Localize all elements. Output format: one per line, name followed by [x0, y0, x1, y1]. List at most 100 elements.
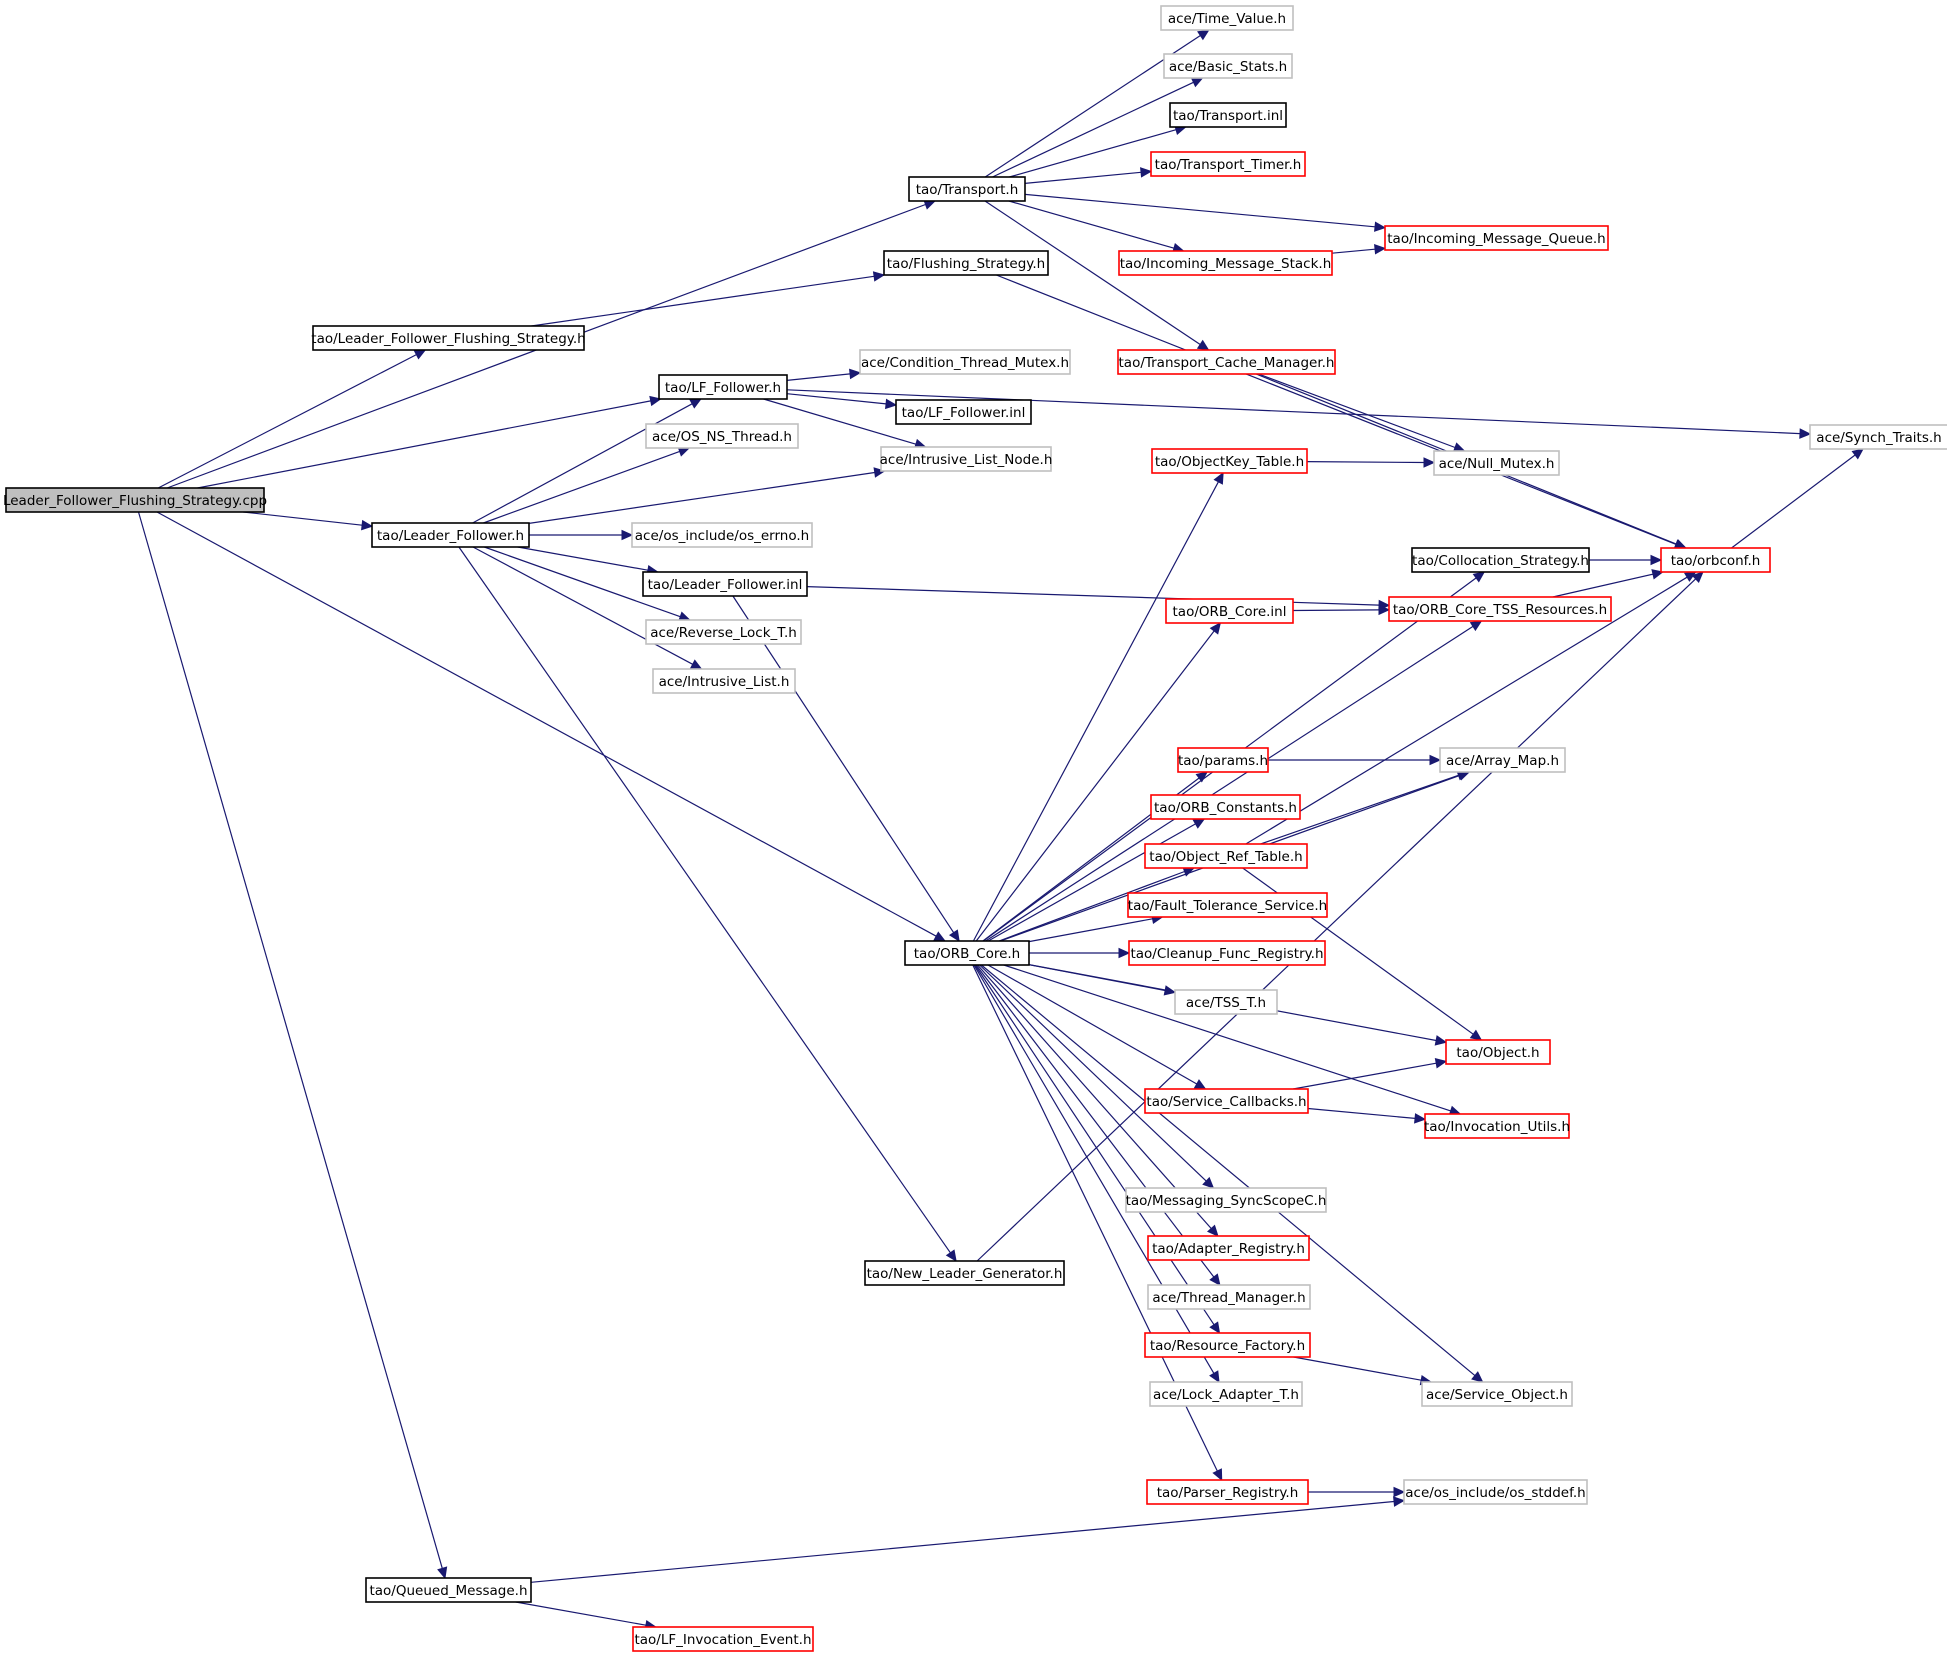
node-service-callbacks[interactable]: tao/Service_Callbacks.h: [1144, 1088, 1309, 1114]
arrowhead-orb_core_h-to-parser_registry: [1212, 1468, 1223, 1482]
node-parser-registry[interactable]: tao/Parser_Registry.h: [1146, 1479, 1309, 1505]
node-label: ace/OS_NS_Thread.h: [652, 429, 792, 445]
edge-service_callbacks-to-invocation_utils: [1307, 1107, 1416, 1119]
node-incoming-queue[interactable]: tao/Incoming_Message_Queue.h: [1384, 225, 1609, 251]
node-box: [1160, 5, 1294, 31]
node-leader-follower-h[interactable]: tao/Leader_Follower.h: [371, 522, 530, 548]
edge-orb_core_h-to-service_callbacks: [987, 964, 1198, 1085]
node-label: tao/LF_Follower.h: [665, 380, 781, 396]
node-label: tao/Adapter_Registry.h: [1152, 1241, 1305, 1257]
arrowhead-orb_core_h-to-objectkey_table: [1213, 471, 1224, 485]
node-label: ace/Synch_Traits.h: [1816, 430, 1941, 446]
node-label: tao/Incoming_Message_Stack.h: [1120, 256, 1332, 272]
node-box: [1150, 794, 1301, 820]
edge-orb_core_h-to-resource_factory: [974, 964, 1215, 1326]
node-lf-follower-h[interactable]: tao/LF_Follower.h: [658, 374, 788, 400]
node-object-h[interactable]: tao/Object.h: [1445, 1039, 1551, 1065]
arrowhead-queued_message-to-os_stddef: [1393, 1496, 1406, 1507]
arrowhead-lf_follower_h-to-lf_follower_inl: [885, 398, 898, 410]
node-adapter-registry[interactable]: tao/Adapter_Registry.h: [1147, 1235, 1310, 1261]
arrowhead-orb_core_h-to-cleanup_func: [1118, 947, 1131, 959]
node-invocation-utils[interactable]: tao/Invocation_Utils.h: [1424, 1113, 1570, 1139]
node-orb-constants[interactable]: tao/ORB_Constants.h: [1150, 794, 1301, 820]
node-intrusive-list: ace/Intrusive_List.h: [652, 668, 796, 694]
edge-orb_core_inl-to-tss_resources: [1292, 609, 1380, 612]
arrowhead-leader_follower_h-to-os_errno: [621, 529, 634, 541]
node-collocation[interactable]: tao/Collocation_Strategy.h: [1411, 547, 1590, 573]
node-root[interactable]: Leader_Follower_Flushing_Strategy.cpp: [3, 487, 267, 513]
arrowhead-orb_core_h-to-params: [1195, 771, 1209, 783]
arrowhead-orbconf-to-synch_traits: [1851, 448, 1864, 460]
edge-object_ref_table-to-array_map: [1260, 774, 1459, 845]
node-lf-invocation[interactable]: tao/LF_Invocation_Event.h: [632, 1626, 814, 1652]
arrowhead-collocation-to-orbconf: [1650, 554, 1663, 566]
edge-orb_core_h-to-messaging_sync: [979, 964, 1207, 1182]
node-box: [371, 522, 530, 548]
node-orbconf[interactable]: tao/orbconf.h: [1660, 547, 1771, 573]
node-label: ace/TSS_T.h: [1186, 995, 1266, 1011]
node-label: tao/Transport.h: [916, 182, 1019, 198]
node-os-ns-thread: ace/OS_NS_Thread.h: [645, 423, 799, 449]
node-params[interactable]: tao/params.h: [1177, 747, 1269, 773]
node-transport-inl[interactable]: tao/Transport.inl: [1169, 102, 1287, 128]
node-transport-h[interactable]: tao/Transport.h: [908, 176, 1026, 202]
edge-orb_core_h-to-service_object: [981, 964, 1476, 1377]
node-box: [1388, 596, 1612, 622]
node-label: ace/Null_Mutex.h: [1439, 456, 1555, 472]
node-box: [1149, 1381, 1303, 1407]
edge-lf_follower_h-to-condition_mutex: [786, 373, 851, 381]
node-label: tao/ORB_Core.inl: [1173, 604, 1287, 620]
node-label: tao/Transport_Timer.h: [1155, 157, 1302, 173]
edge-resource_factory-to-service_object: [1293, 1356, 1422, 1381]
edge-queued_message-to-os_stddef: [530, 1500, 1395, 1583]
edge-transport_cache-to-null_mutex: [1258, 373, 1456, 449]
node-label: ace/Intrusive_List.h: [659, 674, 790, 690]
edge-leader_follower_h-to-intrusive_node: [528, 471, 875, 524]
node-orb-core-inl[interactable]: tao/ORB_Core.inl: [1165, 598, 1294, 624]
arrowhead-orb_core_h-to-collocation: [1472, 571, 1486, 583]
node-leader-follower-inl[interactable]: tao/Leader_Follower.inl: [642, 571, 808, 597]
node-fault-tolerance[interactable]: tao/Fault_Tolerance_Service.h: [1127, 892, 1328, 918]
edge-transport_h-to-incoming_queue: [1024, 193, 1376, 228]
node-tss-resources[interactable]: tao/ORB_Core_TSS_Resources.h: [1388, 596, 1612, 622]
node-new-leader[interactable]: tao/New_Leader_Generator.h: [864, 1260, 1065, 1286]
node-cleanup-func[interactable]: tao/Cleanup_Func_Registry.h: [1128, 940, 1326, 966]
node-box: [1147, 1284, 1311, 1310]
node-box: [1445, 1039, 1551, 1065]
node-thread-manager: ace/Thread_Manager.h: [1147, 1284, 1311, 1310]
node-box: [1125, 1187, 1327, 1213]
node-incoming-stack[interactable]: tao/Incoming_Message_Stack.h: [1118, 250, 1333, 276]
node-box: [652, 668, 796, 694]
node-object-ref-table[interactable]: tao/Object_Ref_Table.h: [1144, 843, 1308, 869]
node-box: [1150, 151, 1306, 177]
edge-orb_core_h-to-thread_manager: [975, 964, 1215, 1278]
node-queued-message[interactable]: tao/Queued_Message.h: [365, 1577, 532, 1603]
node-lf-follower-inl[interactable]: tao/LF_Follower.inl: [895, 399, 1032, 425]
edge-root-to-leader_follower_h: [243, 511, 363, 526]
node-label: tao/Resource_Factory.h: [1150, 1338, 1305, 1354]
node-objectkey-table[interactable]: tao/ObjectKey_Table.h: [1151, 448, 1308, 474]
node-box: [859, 349, 1071, 375]
node-transport-cache[interactable]: tao/Transport_Cache_Manager.h: [1117, 349, 1336, 375]
node-flushing-strategy[interactable]: tao/Flushing_Strategy.h: [883, 250, 1049, 276]
edge-leader_follower_h-to-os_ns_thread: [483, 450, 680, 524]
arrowhead-service_callbacks-to-object_h: [1434, 1058, 1448, 1069]
node-orb-core-h[interactable]: tao/ORB_Core.h: [904, 940, 1030, 966]
node-label: tao/ObjectKey_Table.h: [1155, 454, 1304, 470]
node-label: tao/Collocation_Strategy.h: [1412, 553, 1589, 569]
arrowhead-orb_core_inl-to-tss_resources: [1378, 604, 1391, 616]
node-transport-timer[interactable]: tao/Transport_Timer.h: [1150, 151, 1306, 177]
arrowhead-lf_follower_h-to-condition_mutex: [849, 368, 862, 380]
node-box: [1169, 102, 1287, 128]
edge-leader_follower_h-to-lf_follower_h: [472, 403, 693, 524]
node-tss-t: ace/TSS_T.h: [1174, 989, 1278, 1015]
edge-root-to-queued_message: [137, 511, 443, 1569]
node-lf-flushing-h[interactable]: tao/Leader_Follower_Flushing_Strategy.h: [311, 325, 586, 351]
edge-orb_core_h-to-orb_core_inl: [975, 630, 1215, 942]
arrowhead-transport_h-to-transport_cache: [1196, 339, 1210, 351]
node-resource-factory[interactable]: tao/Resource_Factory.h: [1144, 1332, 1311, 1358]
node-array-map: ace/Array_Map.h: [1439, 747, 1566, 773]
edge-transport_h-to-transport_inl: [1009, 129, 1177, 178]
node-label: tao/Service_Callbacks.h: [1146, 1094, 1306, 1110]
